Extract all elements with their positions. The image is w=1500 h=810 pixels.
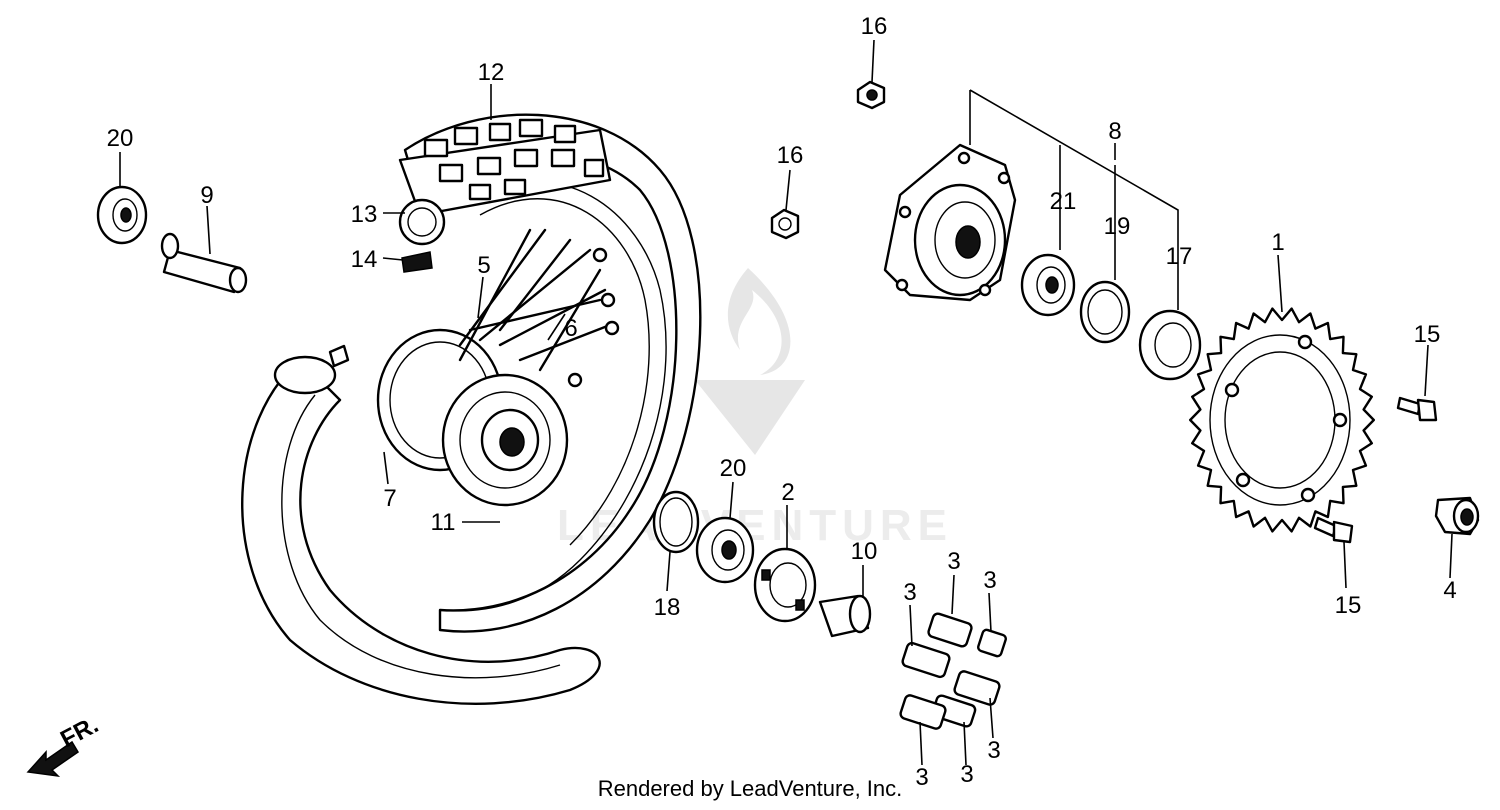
- rim-band: [401, 251, 433, 273]
- callout-3: 3: [915, 764, 928, 791]
- bearing-20-left: [96, 185, 148, 245]
- callout-11: 11: [431, 509, 456, 536]
- callout-5: 5: [477, 252, 490, 279]
- callout-20: 20: [107, 125, 134, 152]
- collar-10: [818, 594, 872, 638]
- callout-6: 6: [564, 315, 577, 342]
- callout-8: 8: [1108, 118, 1121, 145]
- callout-7: 7: [383, 485, 396, 512]
- callout-15: 15: [1335, 592, 1362, 619]
- side-collar-4: [1434, 496, 1480, 536]
- callout-20: 20: [720, 455, 747, 482]
- circlip-19: [1079, 280, 1131, 344]
- driven-flange: [883, 143, 1017, 302]
- wheel-hub-assembly: [376, 228, 620, 507]
- callout-9: 9: [200, 182, 213, 209]
- callout-15: 15: [1414, 321, 1441, 348]
- callout-3: 3: [983, 567, 996, 594]
- driven-sprocket: [1189, 307, 1375, 533]
- bolt-15-upper: [1396, 396, 1438, 422]
- callout-2: 2: [781, 479, 794, 506]
- oil-seal-17: [1138, 309, 1202, 381]
- direction-label: FR.: [56, 711, 103, 753]
- callout-17: 17: [1166, 243, 1193, 270]
- bolt-15-lower: [1313, 516, 1354, 544]
- damper-collar-2: [753, 547, 817, 623]
- callout-labels: 12 20 9 13 14 5 6 7 11 16 16 8 21 19 17 …: [107, 13, 1457, 791]
- footer-credit: Rendered by LeadVenture, Inc.: [597, 776, 903, 801]
- distance-collar: [160, 232, 248, 294]
- callout-3: 3: [960, 761, 973, 788]
- spokes: [458, 228, 612, 372]
- callout-14: 14: [351, 246, 378, 273]
- nut-16-top: [856, 80, 886, 110]
- leader-lines: [119, 39, 1453, 766]
- callout-3: 3: [903, 579, 916, 606]
- tire-tread-blocks: [423, 118, 605, 201]
- callout-18: 18: [654, 594, 681, 621]
- callout-16: 16: [861, 13, 888, 40]
- callout-1: 1: [1271, 229, 1284, 256]
- callout-10: 10: [851, 538, 878, 565]
- front-direction-arrow: FR.: [26, 711, 103, 778]
- callout-21: 21: [1050, 188, 1077, 215]
- damper-rubbers-3: [899, 612, 1007, 730]
- sprocket-bolt-holes: [1224, 334, 1348, 503]
- spoke-nipples: [567, 247, 620, 388]
- callout-3: 3: [947, 548, 960, 575]
- callout-4: 4: [1443, 577, 1456, 604]
- callout-19: 19: [1104, 213, 1131, 240]
- bearing-21: [1020, 253, 1076, 317]
- watermark-logo: LEADVENTURE: [557, 268, 947, 550]
- nut-16-middle: [770, 208, 800, 240]
- inner-tube: [241, 344, 601, 705]
- callout-16: 16: [777, 142, 804, 169]
- callout-12: 12: [478, 59, 505, 86]
- tire: [398, 113, 702, 633]
- callout-13: 13: [351, 201, 378, 228]
- bearing-20-center: [695, 516, 755, 584]
- callout-3: 3: [987, 737, 1000, 764]
- circlip-18: [652, 490, 700, 554]
